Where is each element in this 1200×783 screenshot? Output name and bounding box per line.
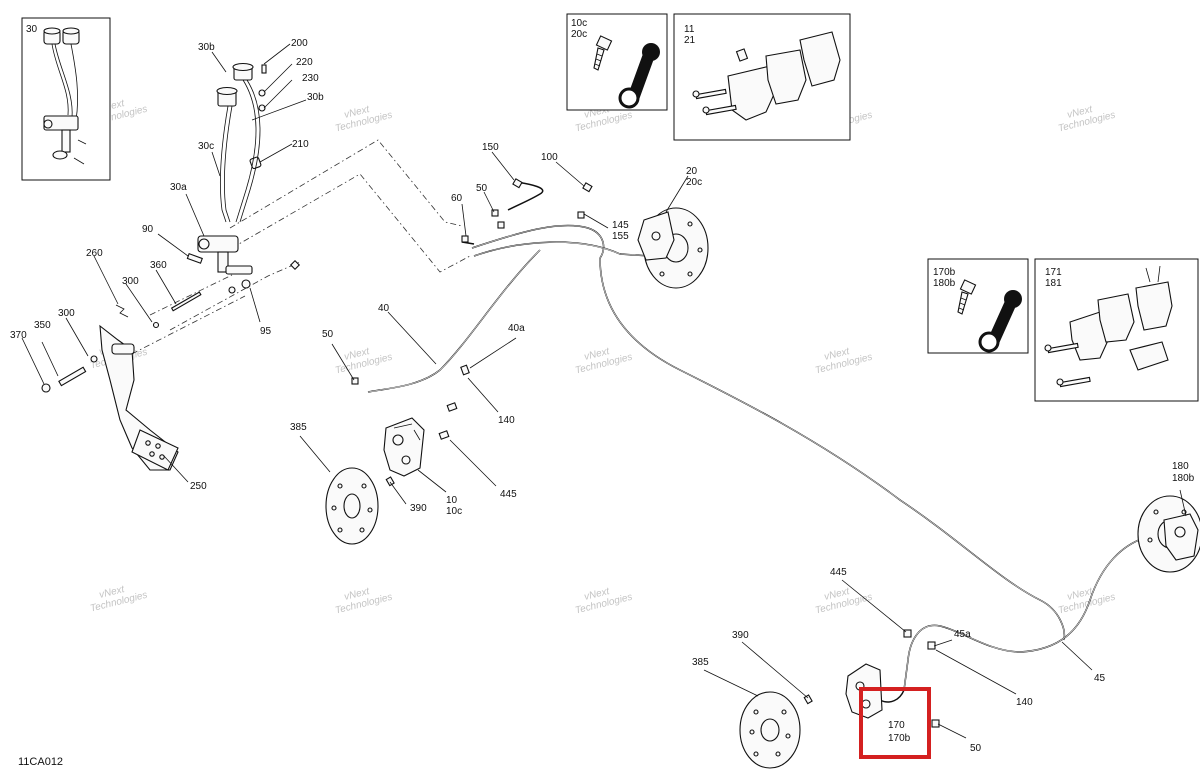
callout-445: 445	[500, 489, 517, 500]
callout-360: 360	[150, 260, 167, 271]
rear-right-disc-icon	[1137, 495, 1200, 573]
brake-lines	[367, 181, 1161, 703]
callout-300-2: 300	[58, 308, 75, 319]
callout-40: 40	[378, 303, 390, 314]
callout-30b-2: 30b	[307, 92, 324, 103]
callout-10: 10	[446, 495, 458, 506]
assembly-dash-lines	[119, 139, 471, 361]
bleeder-screw-rear-icon	[957, 279, 977, 315]
callout-150: 150	[482, 142, 499, 153]
callout-50-3: 50	[970, 743, 982, 754]
callout-140-2: 140	[1016, 697, 1033, 708]
callout-220: 220	[296, 57, 313, 68]
callout-250: 250	[190, 481, 207, 492]
callout-20c-2: 20c	[686, 177, 702, 188]
callout-170b-2: 170b	[888, 733, 911, 744]
callout-230: 230	[302, 73, 319, 84]
diagram-code: 11CA012	[18, 756, 63, 768]
callout-30: 30	[26, 24, 38, 35]
callout-10c: 10c	[571, 18, 587, 29]
callout-350: 350	[34, 320, 51, 331]
callout-50-2: 50	[322, 329, 334, 340]
callout-140: 140	[498, 415, 515, 426]
callout-30b: 30b	[198, 42, 215, 53]
callout-labels: 30b 200 220 230 30b 210 30c 30a 90 95 26…	[10, 38, 1195, 754]
callout-155: 155	[612, 231, 629, 242]
callout-445-2: 445	[830, 567, 847, 578]
callout-180b: 180b	[933, 278, 956, 289]
callout-180b-2: 180b	[1172, 473, 1195, 484]
brake-pad-icon	[692, 31, 841, 121]
inset-box-master-cylinder: 30	[21, 17, 111, 181]
front-right-disc-icon	[637, 207, 709, 289]
callout-90: 90	[142, 224, 154, 235]
callout-145: 145	[612, 220, 629, 231]
fittings	[351, 178, 940, 728]
callout-21: 21	[684, 35, 696, 46]
callout-95: 95	[260, 326, 272, 337]
callout-50: 50	[476, 183, 488, 194]
highlighted-part-170[interactable]: 170 170b	[859, 687, 931, 759]
rear-left-disc-icon	[739, 691, 801, 769]
front-left-caliper-icon	[383, 417, 425, 477]
callout-385: 385	[290, 422, 307, 433]
callout-11: 11	[684, 24, 695, 35]
callout-40a: 40a	[508, 323, 525, 334]
inset-box-bleeder-rear: 170b 180b	[927, 258, 1029, 354]
callout-100: 100	[541, 152, 558, 163]
callout-370: 370	[10, 330, 27, 341]
callout-30c: 30c	[198, 141, 214, 152]
callout-260: 260	[86, 248, 103, 259]
callout-210: 210	[292, 139, 309, 150]
callout-45a: 45a	[954, 629, 971, 640]
master-cylinder-assembly-icon	[43, 27, 87, 165]
callout-300: 300	[122, 276, 139, 287]
bleeder-cap-rear-icon	[978, 290, 1022, 353]
callout-20c: 20c	[571, 29, 587, 40]
front-left-disc-icon	[325, 467, 379, 545]
inset-box-brake-pads-rear: 171 181	[1034, 258, 1199, 402]
inset-box-brake-pads-front: 11 21	[673, 13, 851, 141]
brake-pad-rear-icon	[1044, 265, 1173, 388]
callout-390: 390	[410, 503, 427, 514]
callout-45: 45	[1094, 673, 1106, 684]
callout-20: 20	[686, 166, 698, 177]
brake-pedal-icon	[41, 291, 202, 471]
leader-lines	[21, 43, 1187, 739]
callout-390-2: 390	[732, 630, 749, 641]
callout-181: 181	[1045, 278, 1062, 289]
reservoir-group	[186, 62, 301, 294]
callout-170: 170	[888, 720, 905, 731]
callout-170b: 170b	[933, 267, 956, 278]
callout-171: 171	[1045, 267, 1062, 278]
bleeder-cap-icon	[618, 43, 660, 109]
callout-180: 180	[1172, 461, 1189, 472]
inset-box-bleeder: 10c 20c	[566, 13, 668, 111]
bleeder-screw-icon	[593, 35, 613, 71]
callout-30a: 30a	[170, 182, 187, 193]
callout-60: 60	[451, 193, 463, 204]
callout-200: 200	[291, 38, 308, 49]
callout-10c-2: 10c	[446, 506, 462, 517]
callout-385-2: 385	[692, 657, 709, 668]
